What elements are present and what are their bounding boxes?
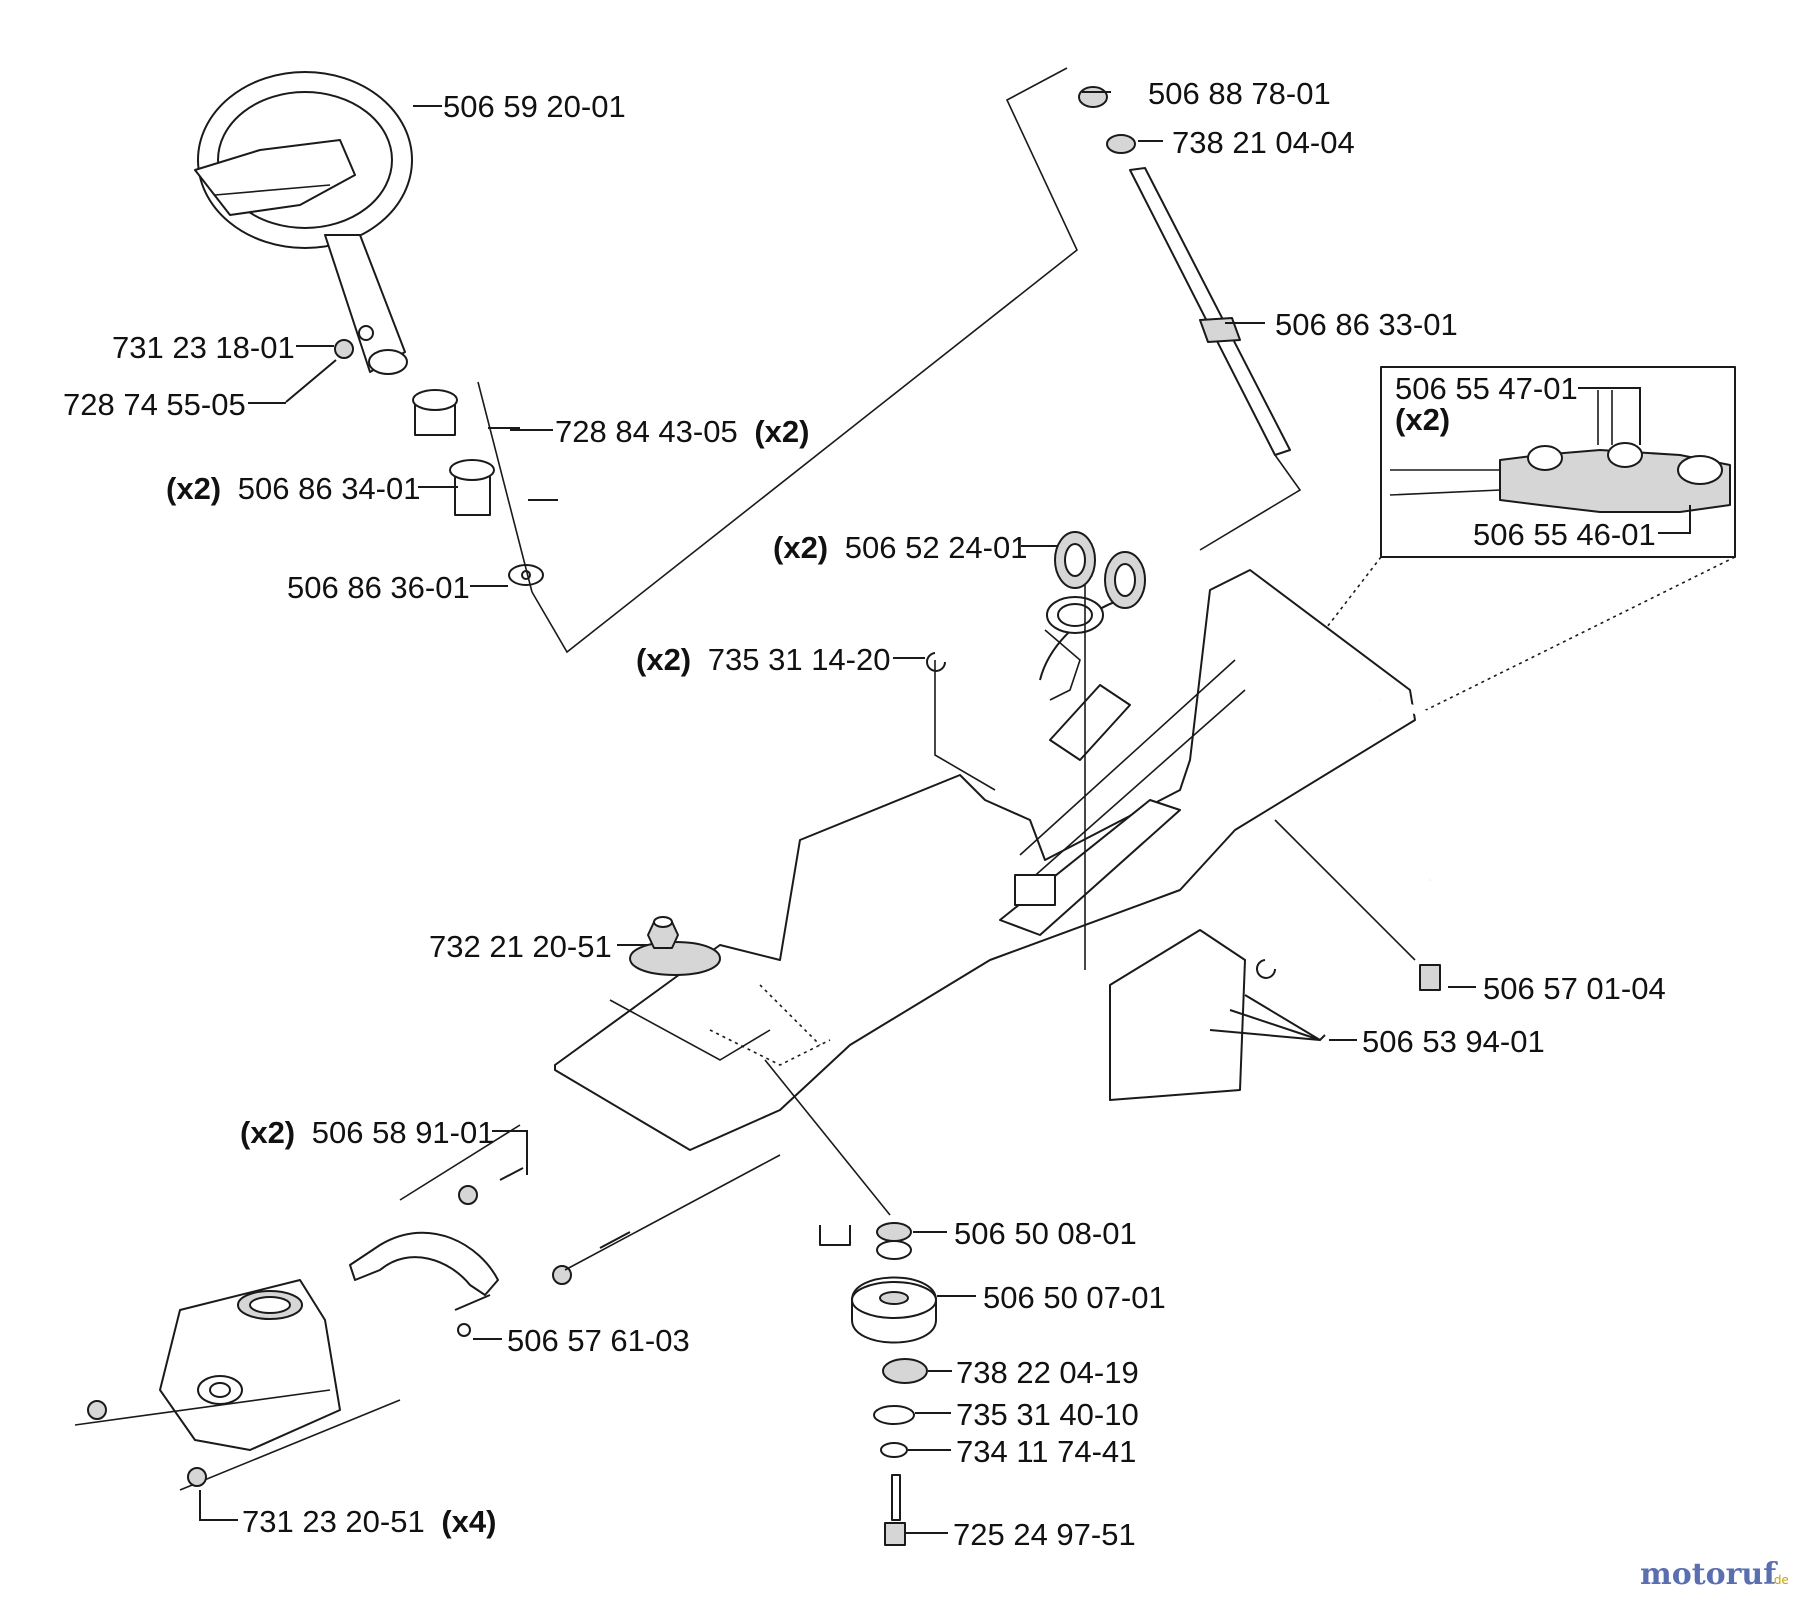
part-labels: 506 59 20-01 731 23 18-01 728 74 55-05 7… [63, 76, 1666, 1552]
label-chain-link-a-qty: (x2) [1395, 402, 1450, 437]
bracket-strap-illustration [349, 1124, 781, 1337]
steering-wheel-illustration [194, 71, 413, 375]
chain-detail-illustration [1239, 366, 1736, 761]
lower-stack-illustration [629, 941, 937, 1546]
label-steering-wheel: 506 59 20-01 [443, 89, 626, 124]
label-washer-shaft: 506 86 36-01 [287, 570, 470, 605]
label-chain-link-b: 506 55 46-01 [1473, 517, 1656, 552]
frame-illustration [554, 569, 1498, 1151]
label-steering-shaft: 506 86 33-01 [1275, 307, 1458, 342]
label-snap-ring: 735 31 40-10 [956, 1397, 1139, 1432]
pulley-pair-illustration [1054, 531, 1146, 970]
label-pulley: 506 50 07-01 [983, 1280, 1166, 1315]
label-bearing-top: 738 21 04-04 [1172, 125, 1355, 160]
label-bracket-strap: 506 57 61-03 [507, 1323, 690, 1358]
watermark-brand: motoruf [1640, 1557, 1778, 1592]
upper-fasteners-illustration [285, 325, 558, 586]
label-bolt-lower: 725 24 97-51 [953, 1517, 1136, 1552]
label-nut-upper: 731 23 18-01 [112, 330, 295, 365]
label-bolt-right: 506 57 01-04 [1483, 971, 1666, 1006]
label-collar: (x2) 506 86 34-01 [166, 471, 420, 506]
label-bearing-lower: 738 22 04-19 [956, 1355, 1139, 1390]
right-bolt-illustration [1244, 819, 1441, 1042]
label-set-screw: 728 84 43-05 (x2) [555, 414, 809, 449]
label-spacer: 506 50 08-01 [954, 1216, 1137, 1251]
label-tie-rod: (x2) 506 58 91-01 [240, 1115, 494, 1150]
label-hub-nut: 731 23 20-51 (x4) [242, 1504, 496, 1539]
watermark-tld: .de [1770, 1573, 1789, 1587]
label-axle-pin: 506 53 94-01 [1362, 1024, 1545, 1059]
label-frame-nut: 732 21 20-51 [429, 929, 612, 964]
label-bushing-top: 506 88 78-01 [1148, 76, 1331, 111]
leader-lines [199, 91, 1691, 1534]
label-idler-pulleys: (x2) 506 52 24-01 [773, 530, 1027, 565]
clips-illustration [926, 652, 1276, 979]
label-chain-link-a: 506 55 47-01 [1395, 371, 1578, 406]
watermark-logo: motoruf .de [1640, 1557, 1789, 1592]
frame-nut-illustration [647, 916, 679, 949]
gearbox-illustration [74, 1279, 401, 1491]
label-screw-upper: 728 74 55-05 [63, 387, 246, 422]
label-washer-lower: 734 11 74-41 [956, 1434, 1136, 1469]
label-retaining-clip: (x2) 735 31 14-20 [636, 642, 890, 677]
